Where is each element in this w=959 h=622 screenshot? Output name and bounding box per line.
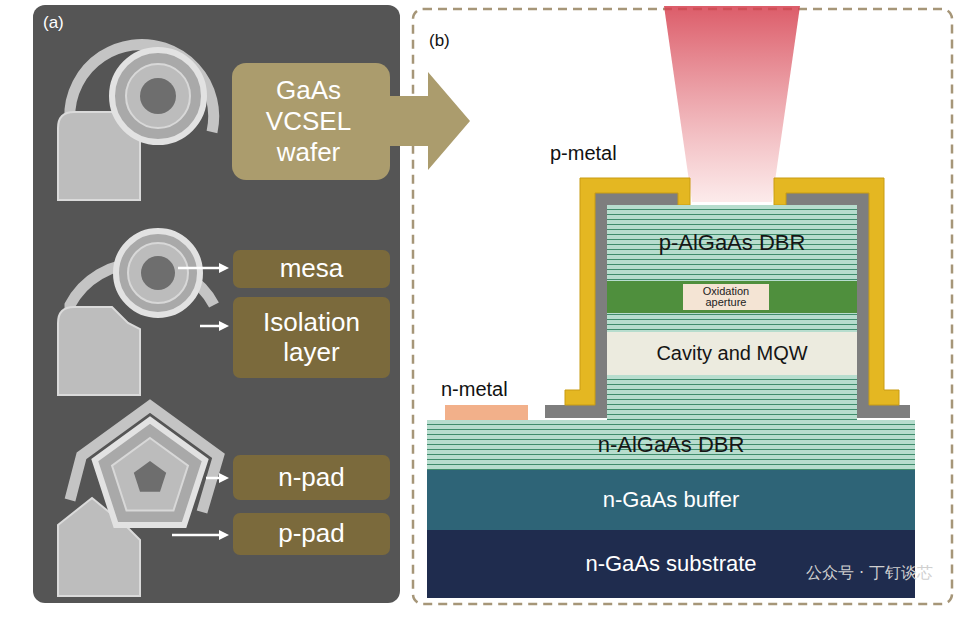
panel: (a) GaAs VCSEL wafer mesaIsolation layer n-… (33, 5, 400, 603)
node-text: GaAs VCSEL wafer (248, 75, 369, 169)
wafer-box: GaAs VCSEL wafer (232, 63, 385, 180)
dbr-layer: n-AlGaAs DBR (427, 420, 915, 470)
n-metal-contact (445, 405, 528, 420)
node-text: mesa (280, 254, 344, 284)
cavity-layer: Cavity and MQW (607, 332, 857, 375)
dbr-stripes (607, 313, 857, 332)
dbr-layer: p-AlGaAs DBR (607, 205, 857, 281)
laser-beam (664, 6, 800, 202)
node-text: n-GaAs substrate (585, 551, 756, 577)
node-text: Cavity and MQW (656, 342, 807, 365)
node-text: Isolation layer (239, 308, 384, 368)
watermark: 公众号 · 丁钉谈芯 (806, 563, 933, 584)
part-label: n-metal (441, 378, 508, 401)
oxide-layer (607, 281, 857, 313)
part-tag: mesa (233, 250, 390, 288)
panel-ground (33, 5, 400, 603)
part-tag: p-pad (233, 513, 390, 555)
sem-image (58, 231, 214, 395)
node-text: p-AlGaAs DBR (659, 230, 806, 256)
node-text: n-AlGaAs DBR (598, 432, 745, 458)
node-text: (b) (429, 31, 936, 51)
wafer-arrow (232, 63, 470, 180)
node-text: (a) (43, 13, 390, 33)
buffer-layer: n-GaAs buffer (427, 470, 915, 530)
sem-image (58, 44, 214, 200)
node-text: n-pad (278, 463, 345, 493)
part-tag: Isolation layer (233, 297, 390, 378)
aperture-box: Oxidation aperture (683, 284, 769, 310)
part-tag: n-pad (233, 455, 390, 500)
panel: (b) p-AlGaAs DBR Oxidation apertureCavity … (413, 9, 952, 604)
node-text: p-pad (278, 519, 345, 549)
node-text: n-GaAs buffer (603, 487, 740, 513)
sem-image (58, 406, 219, 596)
leader-arrow (172, 263, 229, 540)
node-text: Oxidation aperture (685, 286, 767, 308)
dbr-stripes (607, 375, 857, 420)
part-label: p-metal (550, 142, 617, 165)
